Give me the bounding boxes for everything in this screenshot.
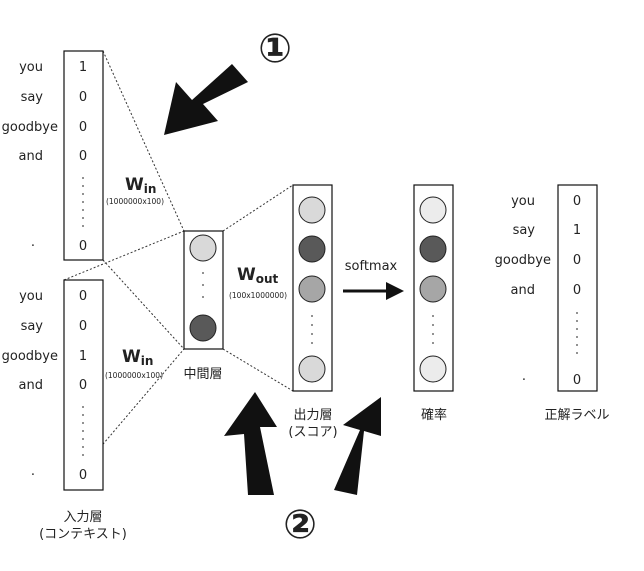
- svg-text:Wout: Wout: [237, 265, 279, 286]
- answer-box: [557, 184, 598, 392]
- output-layer-label-line1: 出力層: [293, 408, 332, 423]
- answer-value: 1: [573, 223, 581, 238]
- connections: [63, 50, 294, 491]
- input-layer-label-line2: (コンテキスト): [39, 527, 127, 542]
- input-top-word: and: [19, 149, 43, 164]
- input-bottom-ellipsis: [82, 406, 84, 456]
- middle-layer-label: 中間層: [183, 367, 222, 382]
- input-top-value: 0: [79, 120, 87, 135]
- answer-word: and: [511, 283, 535, 298]
- input-top-word: ·: [31, 239, 35, 254]
- answer-word: goodbye: [495, 253, 551, 268]
- answer-value: 0: [573, 283, 581, 298]
- probability-layer: 確率: [413, 184, 454, 423]
- input-top-vector: you say goodbye and · 1 0 0 0 0: [2, 50, 104, 261]
- answer-vector: you say goodbye and · 0 1 0 0 0 正解ラベル: [495, 184, 610, 423]
- input-top-value: 1: [79, 60, 87, 75]
- input-layer-label-line1: 入力層: [63, 510, 102, 525]
- input-top-word: goodbye: [2, 120, 58, 135]
- output-neuron: [298, 275, 326, 303]
- w-out-base: W: [237, 265, 256, 285]
- probability-ellipsis: [432, 315, 434, 344]
- input-bottom-value: 1: [79, 349, 87, 364]
- arrow-two-left-icon: [224, 392, 277, 495]
- w-out-label: Wout (100x1000000): [229, 265, 287, 300]
- w-in-top-sub: in: [144, 182, 157, 196]
- output-neuron: [298, 196, 326, 224]
- softmax-arrow: softmax: [343, 259, 404, 300]
- marker-two: ②: [283, 502, 317, 548]
- input-bottom-vector: you say goodbye and · 0 0 1 0 0: [2, 279, 104, 491]
- marker-one: ①: [258, 26, 292, 72]
- input-bottom-value: 0: [79, 468, 87, 483]
- w-in-bottom-base: W: [122, 347, 141, 367]
- input-bottom-word: you: [19, 289, 43, 304]
- w-in-top-dims: (1000000x100): [106, 197, 164, 206]
- softmax-arrowhead-icon: [386, 282, 404, 300]
- middle-ellipsis: [202, 272, 204, 298]
- input-top-word: say: [21, 90, 44, 105]
- input-top-box: [63, 50, 104, 261]
- w-out-sub: out: [256, 272, 279, 286]
- w-in-top-base: W: [125, 175, 144, 195]
- probability-neuron: [419, 275, 447, 303]
- input-top-value: 0: [79, 239, 87, 254]
- input-bottom-value: 0: [79, 378, 87, 393]
- input-bottom-value: 0: [79, 319, 87, 334]
- softmax-label: softmax: [345, 259, 398, 274]
- output-ellipsis: [311, 315, 313, 344]
- answer-value: 0: [573, 194, 581, 209]
- arrow-two-right-icon: [334, 397, 381, 495]
- output-layer-label-line2: (スコア): [288, 425, 337, 440]
- answer-word: ·: [522, 373, 526, 388]
- answer-word: say: [513, 223, 536, 238]
- input-top-value: 0: [79, 90, 87, 105]
- input-top-ellipsis: [82, 177, 84, 227]
- input-bottom-word: say: [21, 319, 44, 334]
- svg-text:Win: Win: [122, 347, 153, 368]
- w-in-bottom-label: Win (1000000x100): [105, 347, 163, 380]
- input-bottom-word: and: [19, 378, 43, 393]
- answer-value: 0: [573, 253, 581, 268]
- probability-neuron: [419, 196, 447, 224]
- output-neuron: [298, 355, 326, 383]
- probability-neuron: [419, 355, 447, 383]
- w-in-top-label: Win (1000000x100): [106, 175, 164, 206]
- input-bottom-word: goodbye: [2, 349, 58, 364]
- output-layer: 出力層 (スコア): [288, 184, 338, 440]
- output-neuron: [298, 235, 326, 263]
- w-in-bottom-dims: (1000000x100): [105, 371, 163, 380]
- input-top-value: 0: [79, 149, 87, 164]
- answer-value: 0: [573, 373, 581, 388]
- input-bottom-value: 0: [79, 289, 87, 304]
- input-bottom-word: ·: [31, 468, 35, 483]
- w-out-dims: (100x1000000): [229, 291, 287, 300]
- middle-neuron-light: [189, 234, 217, 262]
- middle-layer: 中間層: [183, 230, 224, 382]
- svg-text:Win: Win: [125, 175, 156, 196]
- answer-word: you: [511, 194, 535, 209]
- answer-ellipsis: [576, 312, 578, 354]
- input-top-word: you: [19, 60, 43, 75]
- probability-neuron: [419, 235, 447, 263]
- middle-neuron-dark: [189, 314, 217, 342]
- w-in-bottom-sub: in: [141, 354, 154, 368]
- arrow-one-icon: [164, 64, 248, 135]
- probability-label: 確率: [421, 407, 447, 423]
- answer-label: 正解ラベル: [544, 408, 609, 423]
